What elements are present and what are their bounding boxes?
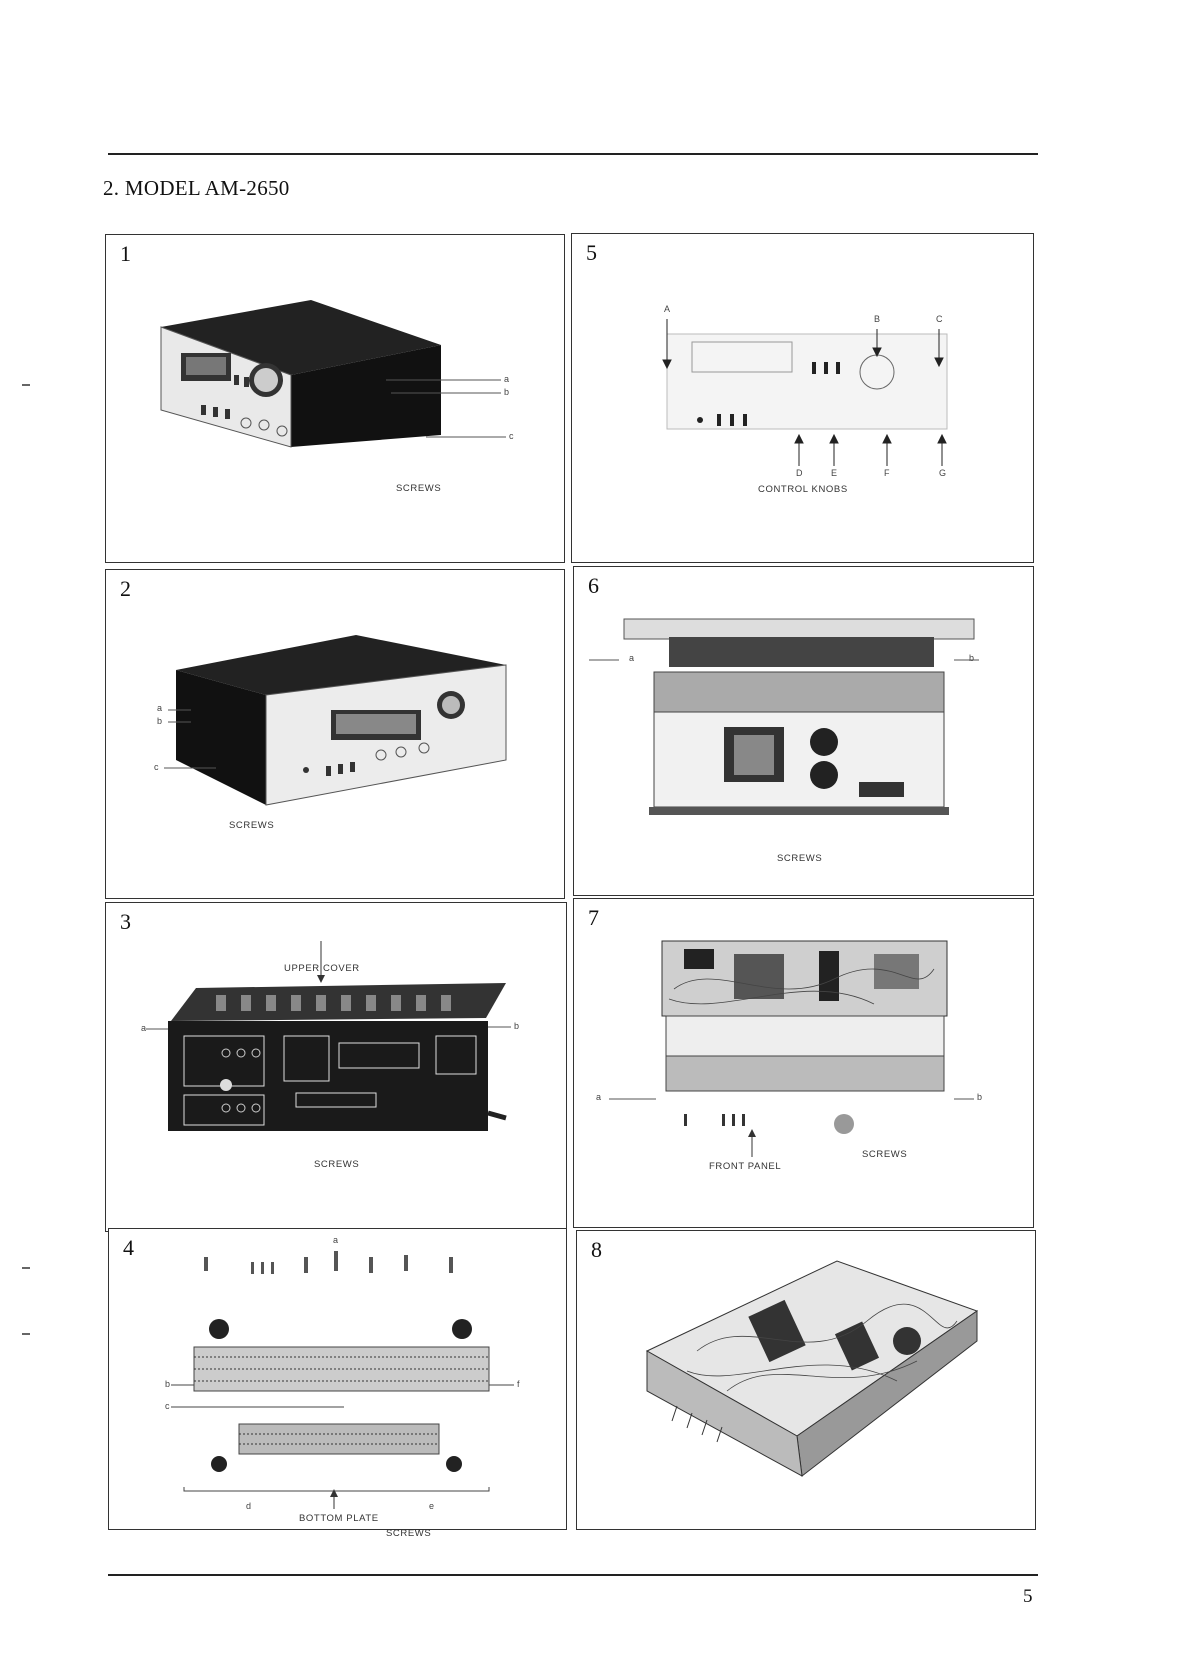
page-number: 5 bbox=[1023, 1586, 1033, 1608]
label-G: G bbox=[939, 468, 946, 478]
label-B: B bbox=[874, 314, 880, 324]
figure-caption: SCREWS bbox=[386, 1528, 431, 1539]
margin-mark bbox=[22, 1333, 30, 1335]
label-c: c bbox=[165, 1401, 170, 1411]
label-a: a bbox=[504, 374, 509, 384]
figure-caption: SCREWS bbox=[777, 853, 822, 864]
figure-panel-3: 3 UPPER COVER a b SCREWS bbox=[105, 902, 567, 1232]
figure-panel-1: 1 a b c SCREWS bbox=[105, 234, 565, 563]
label-D: D bbox=[796, 468, 803, 478]
label-a: a bbox=[629, 653, 634, 663]
amplifier-front-illustration bbox=[106, 235, 565, 563]
label-a: a bbox=[596, 1092, 601, 1102]
label-b: b bbox=[165, 1379, 170, 1389]
figure-panel-5: 5 A B C D E F G CONTROL KNOBS bbox=[571, 233, 1034, 563]
label-f: f bbox=[517, 1379, 520, 1389]
figure-panel-8: 8 bbox=[576, 1230, 1036, 1530]
front-panel-illustration bbox=[572, 234, 1034, 563]
label-b: b bbox=[977, 1092, 982, 1102]
figure-caption: CONTROL KNOBS bbox=[758, 484, 848, 495]
label-e: e bbox=[429, 1501, 434, 1511]
figure-caption: SCREWS bbox=[314, 1159, 359, 1170]
label-b: b bbox=[157, 716, 162, 726]
label-E: E bbox=[831, 468, 837, 478]
figure-panel-6: 6 a b SCREWS bbox=[573, 566, 1034, 896]
label-a: a bbox=[333, 1235, 338, 1245]
chassis-interior-illustration bbox=[577, 1231, 1036, 1530]
top-rule bbox=[108, 153, 1038, 155]
front-panel-label: FRONT PANEL bbox=[709, 1161, 781, 1172]
chassis-front-illustration bbox=[574, 567, 1034, 896]
label-d: d bbox=[246, 1501, 251, 1511]
label-b: b bbox=[504, 387, 509, 397]
label-b: b bbox=[969, 653, 974, 663]
figure-caption: SCREWS bbox=[862, 1149, 907, 1160]
margin-mark bbox=[22, 1267, 30, 1269]
margin-mark bbox=[22, 384, 30, 386]
label-C: C bbox=[936, 314, 943, 324]
label-a: a bbox=[141, 1023, 146, 1033]
figure-panel-2: 2 a b c SCREWS bbox=[105, 569, 565, 899]
label-c: c bbox=[154, 762, 159, 772]
label-c: c bbox=[509, 431, 514, 441]
bottom-plate-illustration bbox=[109, 1229, 567, 1530]
amplifier-side-illustration bbox=[106, 570, 565, 899]
label-b: b bbox=[514, 1021, 519, 1031]
section-title: 2. MODEL AM-2650 bbox=[103, 176, 290, 201]
bottom-rule bbox=[108, 1574, 1038, 1576]
figure-panel-4: 4 a b c d e f BOTTOM PLATE bbox=[108, 1228, 567, 1530]
label-F: F bbox=[884, 468, 890, 478]
label-A: A bbox=[664, 304, 670, 314]
label-a: a bbox=[157, 703, 162, 713]
figure-caption: SCREWS bbox=[229, 820, 274, 831]
figure-caption: SCREWS bbox=[396, 483, 441, 494]
upper-cover-label: UPPER COVER bbox=[284, 963, 360, 974]
figure-panel-7: 7 a b FRONT PANEL SCREWS bbox=[573, 898, 1034, 1228]
bottom-plate-label: BOTTOM PLATE bbox=[299, 1513, 379, 1524]
chassis-top-illustration bbox=[574, 899, 1034, 1228]
amplifier-rear-illustration bbox=[106, 903, 567, 1232]
